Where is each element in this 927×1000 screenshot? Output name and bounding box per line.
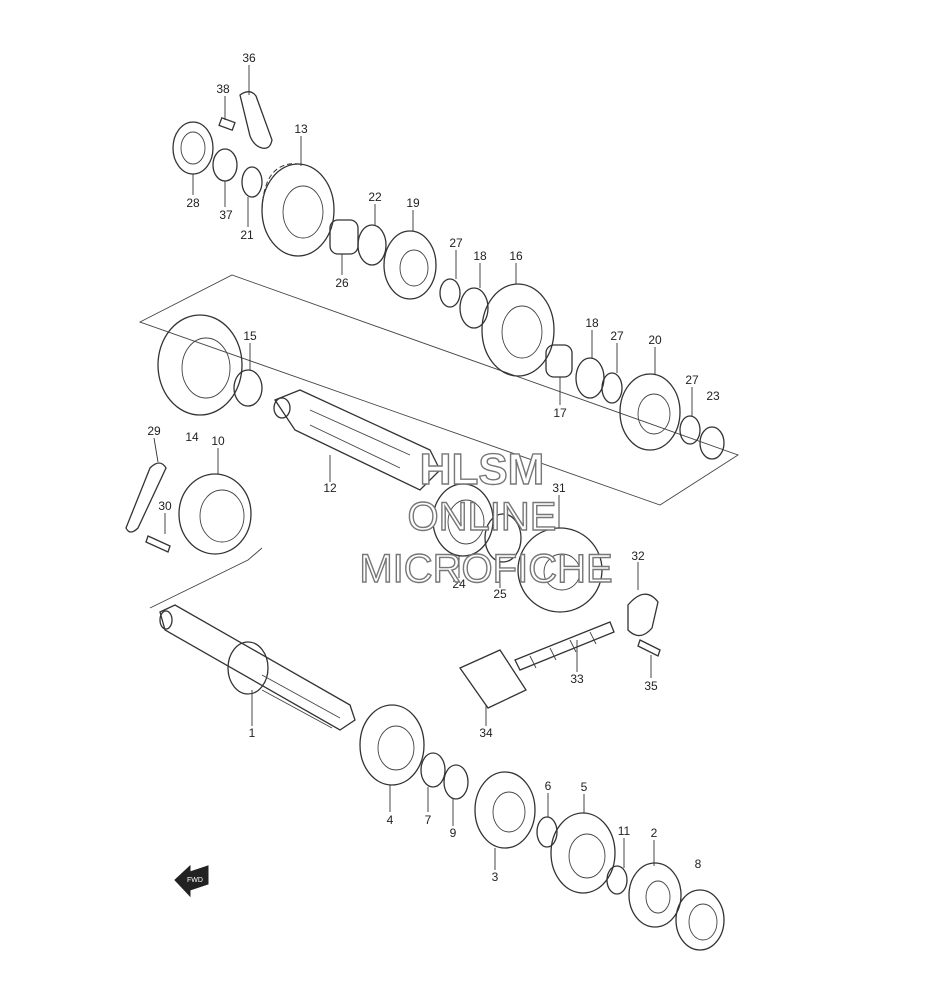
gear-2 <box>628 862 682 928</box>
callout-18-b: 18 <box>585 316 599 330</box>
washer-27-b <box>601 372 623 404</box>
gear-20 <box>619 373 681 451</box>
callout-2: 2 <box>651 826 658 840</box>
bearing-17 <box>545 344 573 378</box>
callout-6: 6 <box>545 779 552 793</box>
callout-8: 8 <box>695 857 702 871</box>
callout-30: 30 <box>158 499 172 513</box>
gear-4 <box>359 704 425 786</box>
chain-joint-34 <box>459 649 527 709</box>
washer-27-c <box>679 415 701 445</box>
callout-13: 13 <box>294 122 308 136</box>
circlip-9 <box>443 764 469 800</box>
callout-35: 35 <box>644 679 658 693</box>
callout-27-a: 27 <box>449 236 463 250</box>
callout-28: 28 <box>186 196 200 210</box>
bolt-38 <box>218 117 236 131</box>
callout-37: 37 <box>219 208 233 222</box>
callout-11: 11 <box>618 824 631 838</box>
callout-27-b: 27 <box>610 329 624 343</box>
callout-16: 16 <box>509 249 523 263</box>
bearing-8 <box>675 889 725 951</box>
circlip-18-b <box>575 357 605 399</box>
callout-21: 21 <box>240 228 254 242</box>
callout-7: 7 <box>425 813 432 827</box>
bearing-28 <box>172 121 214 175</box>
callout-31: 31 <box>552 481 566 495</box>
forward-arrow-icon: FWD <box>174 864 209 898</box>
callout-33: 33 <box>570 672 584 686</box>
callout-5: 5 <box>581 780 588 794</box>
washer-6 <box>536 816 558 848</box>
driveshaft-assembly-outline <box>149 547 263 609</box>
callout-18-a: 18 <box>473 249 487 263</box>
callout-32: 32 <box>631 549 645 563</box>
circlip-23 <box>699 426 725 460</box>
circlip-18-a <box>459 287 489 329</box>
callout-36: 36 <box>242 51 256 65</box>
gear-5 <box>550 812 616 894</box>
callout-12: 12 <box>323 481 337 495</box>
callout-24: 24 <box>452 577 466 591</box>
gear-19 <box>383 230 437 300</box>
callout-19: 19 <box>406 196 420 210</box>
callout-29: 29 <box>147 424 161 438</box>
callout-20: 20 <box>648 333 662 347</box>
bearing-26 <box>329 219 359 255</box>
washer-27-a <box>439 278 461 308</box>
callout-26: 26 <box>335 276 349 290</box>
callout-38: 38 <box>216 82 230 96</box>
leader-lines <box>153 65 693 870</box>
watermark: HLSM ONLINE MICROFICHE <box>359 444 614 591</box>
callout-25: 25 <box>493 587 507 601</box>
washer-11 <box>606 865 628 895</box>
gear-3 <box>474 771 536 849</box>
plate-32 <box>627 593 659 637</box>
gear-16 <box>481 283 555 377</box>
watermark-line-3: MICROFICHE <box>359 547 612 591</box>
countershaft-12 <box>273 389 441 491</box>
watermark-line-2: ONLINE <box>408 495 557 539</box>
plate-36 <box>239 91 273 149</box>
spacer-25 <box>484 513 522 563</box>
watermark-line-1: HLSM <box>420 445 545 494</box>
callout-3: 3 <box>492 870 499 884</box>
callout-10: 10 <box>211 434 225 448</box>
bolt-35 <box>637 639 661 657</box>
callout-27-c: 27 <box>685 373 699 387</box>
bolt-30 <box>145 535 171 553</box>
gear-large-left <box>157 314 243 416</box>
driveshaft-1 <box>159 604 356 731</box>
bushing-15 <box>233 369 263 407</box>
forward-arrow-label: FWD <box>187 877 203 884</box>
callout-22: 22 <box>368 190 382 204</box>
callout-4: 4 <box>387 813 394 827</box>
plate-29 <box>125 462 167 533</box>
callout-15: 15 <box>243 329 257 343</box>
washer-7 <box>420 752 446 788</box>
bearing-10 <box>178 473 252 555</box>
chain-33 <box>514 621 615 671</box>
washer-21 <box>241 166 263 198</box>
gear-13 <box>261 163 335 257</box>
circlip-22 <box>357 224 387 266</box>
countershaft-assembly-outline <box>138 274 740 506</box>
bushing-37 <box>212 148 238 182</box>
callout-1: 1 <box>249 726 256 740</box>
callout-34: 34 <box>479 726 493 740</box>
seal-24 <box>432 483 494 557</box>
callout-23: 23 <box>706 389 720 403</box>
callout-9: 9 <box>450 826 457 840</box>
callout-14: 14 <box>185 430 199 444</box>
callout-17: 17 <box>553 406 567 420</box>
sprocket-31 <box>517 527 603 613</box>
callout-labels: 36 38 13 28 37 21 22 19 26 27 18 16 15 1… <box>147 51 720 884</box>
